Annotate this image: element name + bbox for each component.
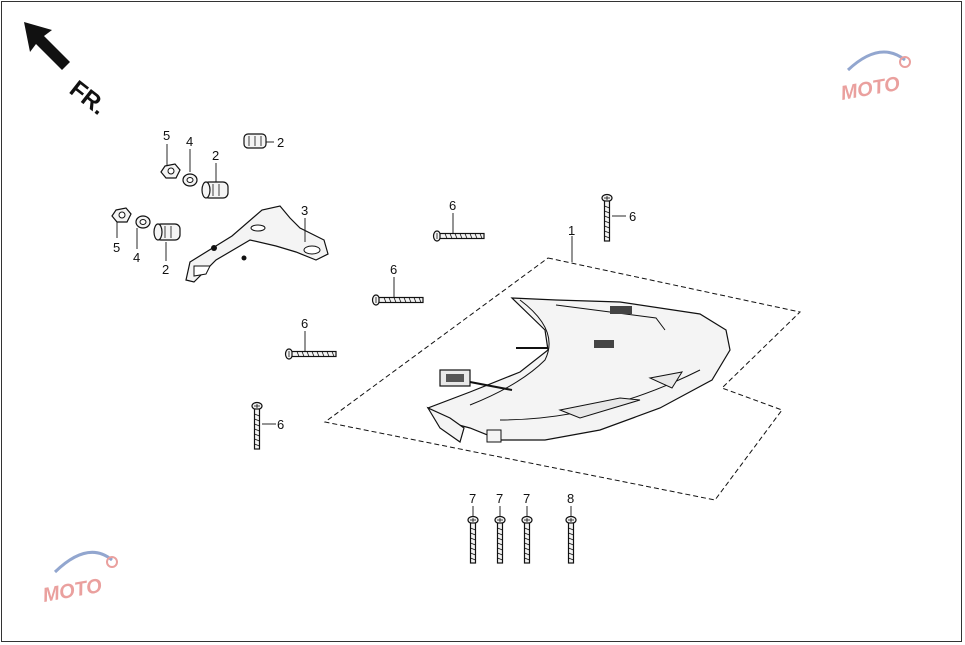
screw-6-d xyxy=(601,193,613,242)
leader-lines xyxy=(116,141,626,516)
callout-3: 3 xyxy=(301,203,308,218)
screw-7-a xyxy=(467,515,479,564)
callout-4-lower: 4 xyxy=(133,250,140,265)
callout-2-lower: 2 xyxy=(162,262,169,277)
screw-7-b xyxy=(494,515,506,564)
tail-light-assembly xyxy=(426,297,731,443)
callout-5-upper: 5 xyxy=(163,128,170,143)
arrow-up-left-icon xyxy=(24,22,70,70)
callout-7-a: 7 xyxy=(469,491,476,506)
screw-6-e xyxy=(251,401,263,450)
watermark-logo-top-right: MOTO xyxy=(839,50,911,105)
callout-7-b: 7 xyxy=(496,491,503,506)
callout-6-b: 6 xyxy=(390,262,397,277)
orientation-indicator: FR. xyxy=(20,16,134,138)
watermark-logo-bottom-left: MOTO xyxy=(41,497,118,617)
callout-6-e: 6 xyxy=(277,417,284,432)
callout-7-c: 7 xyxy=(523,491,530,506)
washer-lower xyxy=(135,215,151,229)
grommet-lower xyxy=(153,223,181,241)
screw-6-a xyxy=(432,230,485,242)
watermark-text: MOTO xyxy=(839,73,902,105)
nut-lower xyxy=(111,207,132,223)
callout-4-upper: 4 xyxy=(186,134,193,149)
washer-upper xyxy=(182,173,198,187)
callout-2-middle: 2 xyxy=(212,148,219,163)
callout-6-c: 6 xyxy=(301,316,308,331)
screw-8 xyxy=(565,515,577,564)
screw-6-b xyxy=(371,294,424,306)
grommet-middle xyxy=(201,181,229,199)
callout-6-d: 6 xyxy=(629,209,636,224)
screw-6-c xyxy=(284,348,337,360)
screw-7-c xyxy=(521,515,533,564)
nut-upper xyxy=(160,163,181,179)
grommet-top xyxy=(243,133,267,149)
callout-2-top: 2 xyxy=(277,135,284,150)
callout-1: 1 xyxy=(568,223,575,238)
callout-6-a: 6 xyxy=(449,198,456,213)
callout-8: 8 xyxy=(567,491,574,506)
assembly-boundary xyxy=(323,257,802,501)
callout-labels: 1 2 2 2 3 4 4 5 5 6 6 6 6 6 7 7 7 8 xyxy=(113,128,636,506)
callout-5-lower: 5 xyxy=(113,240,120,255)
mounting-bracket xyxy=(185,205,329,283)
